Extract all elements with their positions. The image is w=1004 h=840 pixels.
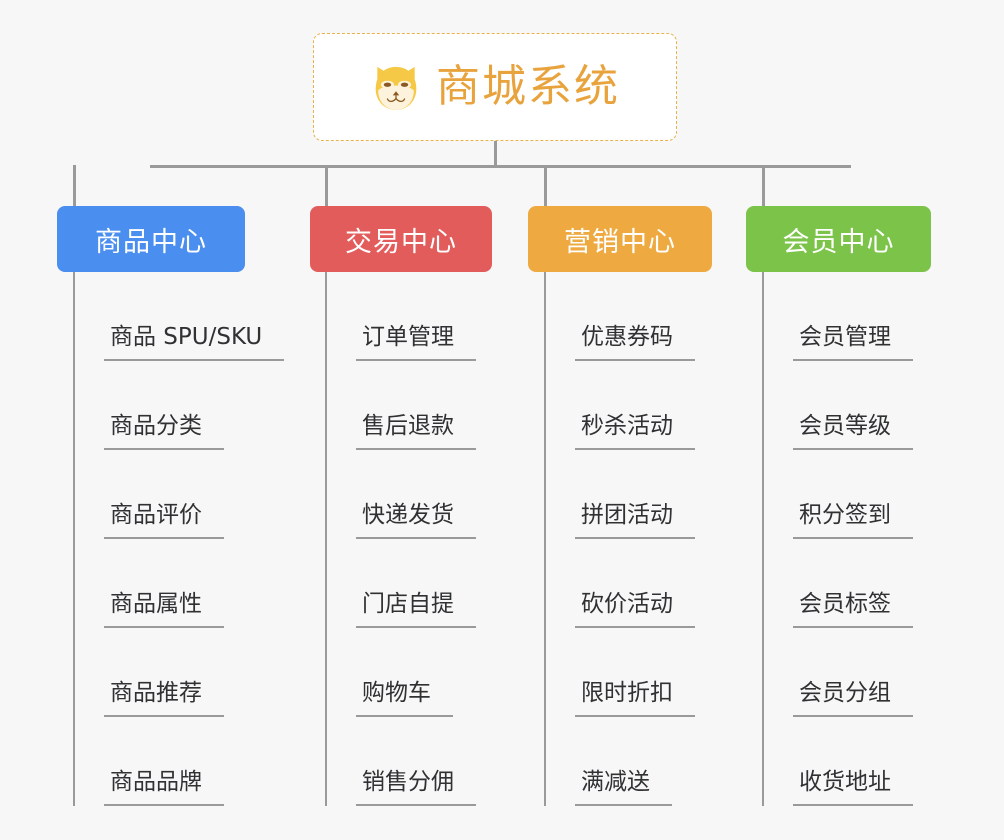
connector-root-stem: [494, 141, 497, 167]
leaf-item[interactable]: 砍价活动: [544, 539, 695, 628]
leaf-item[interactable]: 会员标签: [762, 539, 913, 628]
leaf-item[interactable]: 购物车: [325, 628, 476, 717]
leaf-item-label: 商品 SPU/SKU: [104, 323, 285, 361]
leaf-item[interactable]: 订单管理: [325, 272, 476, 361]
leaf-item[interactable]: 会员分组: [762, 628, 913, 717]
leaf-item[interactable]: 限时折扣: [544, 628, 695, 717]
root-node[interactable]: 商城系统: [313, 33, 677, 141]
leaf-column-3: 优惠券码秒杀活动拼团活动砍价活动限时折扣满减送: [544, 272, 695, 806]
leaf-item-label: 商品评价: [104, 501, 224, 539]
leaf-item-label: 商品品牌: [104, 768, 224, 806]
connector-drop-3: [544, 165, 547, 207]
leaf-item[interactable]: 优惠券码: [544, 272, 695, 361]
leaf-spine: [762, 272, 764, 806]
leaf-item-label: 购物车: [356, 679, 453, 717]
leaf-item-label: 砍价活动: [575, 590, 695, 628]
category-box-4[interactable]: 会员中心: [746, 206, 931, 272]
leaf-item-label: 优惠券码: [575, 323, 695, 361]
leaf-item-label: 售后退款: [356, 412, 476, 450]
connector-drop-4: [762, 165, 765, 207]
leaf-item-label: 会员等级: [793, 412, 913, 450]
leaf-spine: [73, 272, 75, 806]
leaf-item[interactable]: 快递发货: [325, 450, 476, 539]
leaf-item[interactable]: 商品属性: [73, 539, 284, 628]
leaf-item[interactable]: 积分签到: [762, 450, 913, 539]
leaf-item-label: 销售分佣: [356, 768, 476, 806]
leaf-item-label: 限时折扣: [575, 679, 695, 717]
category-box-3[interactable]: 营销中心: [528, 206, 712, 272]
leaf-item-label: 秒杀活动: [575, 412, 695, 450]
leaf-item-label: 会员管理: [793, 323, 913, 361]
leaf-item-label: 商品分类: [104, 412, 224, 450]
leaf-item[interactable]: 商品 SPU/SKU: [73, 272, 285, 361]
leaf-item-label: 收货地址: [793, 768, 913, 806]
leaf-item-label: 积分签到: [793, 501, 913, 539]
leaf-item[interactable]: 售后退款: [325, 361, 476, 450]
leaf-item-label: 门店自提: [356, 590, 476, 628]
leaf-item[interactable]: 商品推荐: [73, 628, 284, 717]
leaf-item-label: 满减送: [575, 768, 672, 806]
leaf-item-label: 商品属性: [104, 590, 224, 628]
leaf-item[interactable]: 满减送: [544, 717, 695, 806]
leaf-item[interactable]: 收货地址: [762, 717, 913, 806]
leaf-item[interactable]: 商品评价: [73, 450, 284, 539]
leaf-item[interactable]: 会员管理: [762, 272, 913, 361]
leaf-item-label: 快递发货: [356, 501, 476, 539]
category-label: 营销中心: [564, 226, 676, 258]
shiba-dog-face-icon: [375, 66, 417, 110]
connector-horizontal-bus: [150, 165, 851, 168]
connector-drop-1: [73, 165, 76, 207]
leaf-item[interactable]: 商品分类: [73, 361, 284, 450]
leaf-item-label: 商品推荐: [104, 679, 224, 717]
leaf-item-label: 订单管理: [356, 323, 476, 361]
leaf-item[interactable]: 商品品牌: [73, 717, 284, 806]
leaf-column-4: 会员管理会员等级积分签到会员标签会员分组收货地址: [762, 272, 913, 806]
root-title: 商城系统: [436, 61, 620, 112]
leaf-column-2: 订单管理售后退款快递发货门店自提购物车销售分佣: [325, 272, 476, 806]
leaf-column-1: 商品 SPU/SKU 商品分类商品评价商品属性商品推荐商品品牌: [73, 272, 285, 806]
leaf-item-label: 拼团活动: [575, 501, 695, 539]
leaf-item[interactable]: 门店自提: [325, 539, 476, 628]
leaf-item[interactable]: 秒杀活动: [544, 361, 695, 450]
category-label: 交易中心: [345, 226, 457, 258]
category-box-2[interactable]: 交易中心: [310, 206, 492, 272]
leaf-spine: [544, 272, 546, 806]
leaf-spine: [325, 272, 327, 806]
category-label: 商品中心: [95, 226, 207, 258]
leaf-item[interactable]: 拼团活动: [544, 450, 695, 539]
leaf-item-label: 会员分组: [793, 679, 913, 717]
connector-drop-2: [325, 165, 328, 207]
leaf-item-label: 会员标签: [793, 590, 913, 628]
leaf-item[interactable]: 销售分佣: [325, 717, 476, 806]
leaf-item[interactable]: 会员等级: [762, 361, 913, 450]
category-box-1[interactable]: 商品中心: [57, 206, 245, 272]
category-label: 会员中心: [782, 226, 895, 258]
